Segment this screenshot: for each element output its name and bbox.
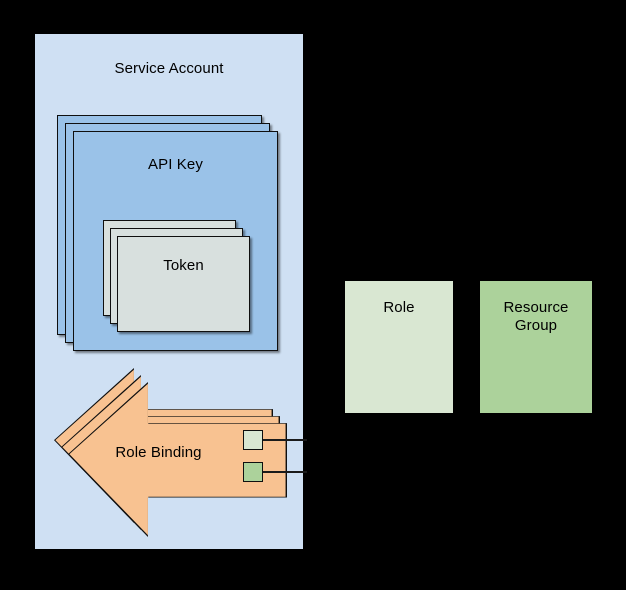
- resource-group-label-line-1: Resource: [503, 299, 569, 316]
- resource-group-port[interactable]: [243, 462, 263, 482]
- connector-role-binding-to-resource-group: [261, 471, 307, 474]
- api-key-label: API Key: [148, 156, 203, 173]
- token-card-front[interactable]: Token: [117, 236, 250, 332]
- resource-group-node-label: Resource Group: [484, 299, 588, 335]
- role-node[interactable]: Role: [345, 281, 453, 413]
- role-port[interactable]: [243, 430, 263, 450]
- service-account-label: Service Account: [114, 60, 224, 77]
- role-node-label: Role: [383, 299, 415, 316]
- resource-group-node[interactable]: Resource Group: [480, 281, 592, 413]
- connector-role-binding-to-role: [261, 439, 307, 442]
- resource-group-label-line-2: Group: [514, 317, 558, 334]
- token-label: Token: [163, 257, 204, 274]
